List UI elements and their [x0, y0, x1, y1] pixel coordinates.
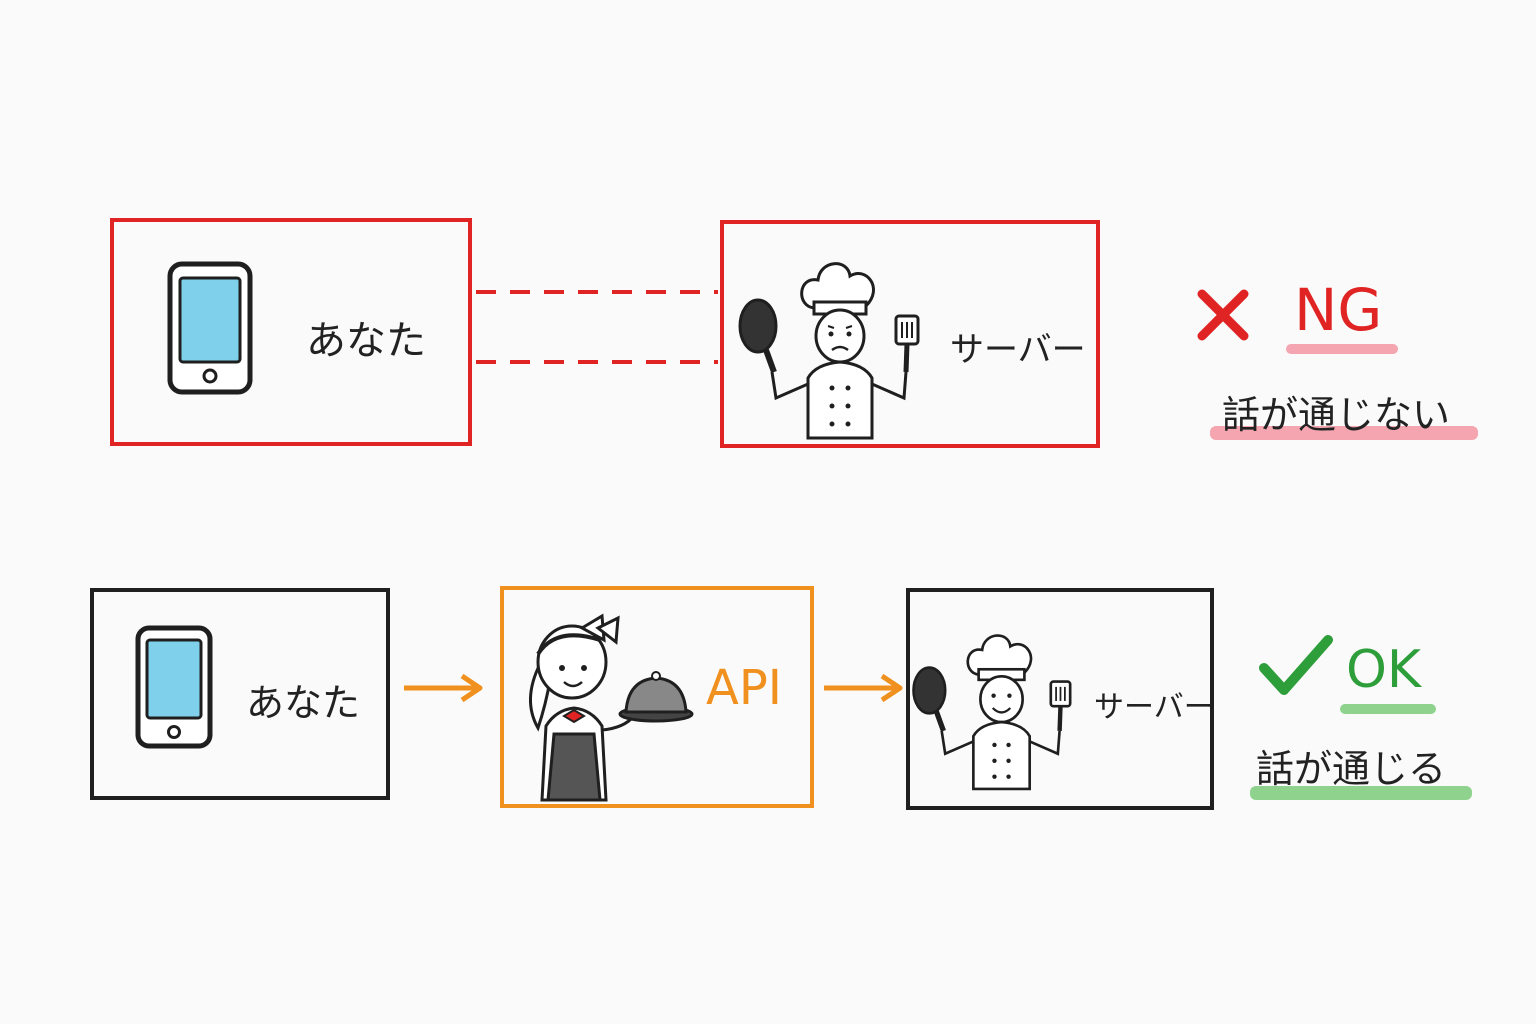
ok-note: 話が通じる	[1256, 747, 1447, 791]
ng-you-box	[110, 218, 472, 446]
ok-note-highlight	[1250, 786, 1472, 800]
ng-verdict: NG	[1294, 276, 1383, 344]
ng-server-box	[720, 220, 1100, 448]
broken-connection	[472, 284, 722, 374]
smartphone-icon	[162, 258, 258, 398]
arrow-right-icon	[402, 670, 486, 706]
ng-you-label: あなた	[306, 318, 426, 364]
waitress-icon	[516, 604, 696, 802]
ok-verdict: OK	[1346, 640, 1422, 700]
smiling-chef-icon	[910, 614, 1086, 802]
cross-mark-icon	[1194, 286, 1252, 344]
ng-note: 話が通じない	[1222, 393, 1451, 437]
ok-verdict-underline	[1340, 704, 1436, 714]
ok-you-box	[90, 588, 390, 800]
ng-verdict-underline	[1286, 344, 1398, 354]
ng-note-highlight	[1210, 426, 1478, 440]
arrow-right-icon	[822, 670, 906, 706]
api-label: API	[706, 660, 782, 716]
smartphone-icon	[132, 622, 216, 752]
ok-server-label: サーバー	[1094, 690, 1214, 725]
api-box	[500, 586, 814, 808]
ng-server-label: サーバー	[950, 330, 1086, 370]
ok-server-box	[906, 588, 1214, 810]
confused-chef-icon	[736, 248, 936, 444]
check-mark-icon	[1258, 634, 1334, 698]
ok-you-label: あなた	[246, 681, 361, 725]
